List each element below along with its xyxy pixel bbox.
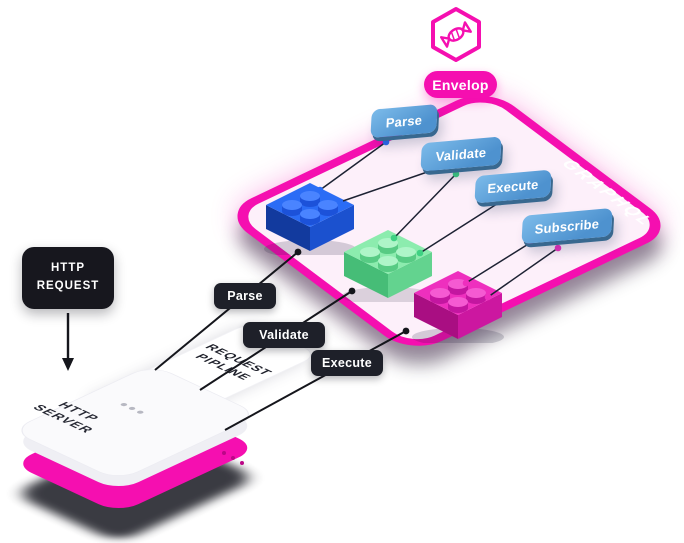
base-dot: [240, 461, 244, 465]
plugin-tag-label: Parse: [385, 111, 423, 131]
pipeline-step-execute: Execute: [311, 350, 383, 376]
brick-right-face: [310, 205, 354, 251]
envelop-badge-label: Envelop: [432, 76, 489, 93]
hexagon-outline: [431, 7, 481, 62]
candy-glyph: [440, 21, 472, 48]
server-dot: [135, 410, 145, 415]
plugin-tag-parse: Parse: [370, 104, 438, 138]
brick-right-face: [458, 293, 502, 339]
pipeline-step-label: Validate: [259, 328, 309, 342]
lego-brick-green: [342, 230, 434, 302]
brick-left-face: [414, 293, 458, 339]
candy-hexagon-icon: [431, 7, 481, 62]
server-label: HTTP SERVER: [5, 385, 135, 446]
brick-right-face: [388, 252, 432, 298]
brick-stud-tops: [430, 279, 486, 307]
envelop-badge: Envelop: [424, 71, 497, 98]
plugin-tag-label: Subscribe: [534, 215, 600, 237]
http-request-line1: HTTP: [50, 262, 86, 275]
brick-left-face: [266, 205, 310, 251]
pipeline-step-label: Execute: [321, 356, 373, 370]
pipeline-step-validate: Validate: [243, 322, 325, 348]
brick-left-face: [344, 252, 388, 298]
pipeline-step-parse: Parse: [214, 283, 276, 309]
http-request-line2: REQUEST: [36, 280, 100, 292]
base-dot: [222, 451, 226, 455]
base-dot: [231, 456, 235, 460]
request-arrowhead: [62, 358, 74, 371]
plugin-tag-label: Execute: [487, 176, 539, 197]
brick-stud-tops: [282, 191, 338, 219]
pipeline-step-label: Parse: [227, 289, 263, 303]
plugin-tag-label: Validate: [435, 144, 487, 164]
server-dot: [119, 402, 129, 407]
server-dot: [127, 406, 137, 411]
http-request-box: HTTP REQUEST: [22, 247, 114, 309]
lego-brick-pink: [412, 271, 504, 343]
brick-stud-tops: [360, 238, 416, 266]
server-dots: [119, 402, 145, 415]
lego-brick-blue: [264, 183, 356, 255]
